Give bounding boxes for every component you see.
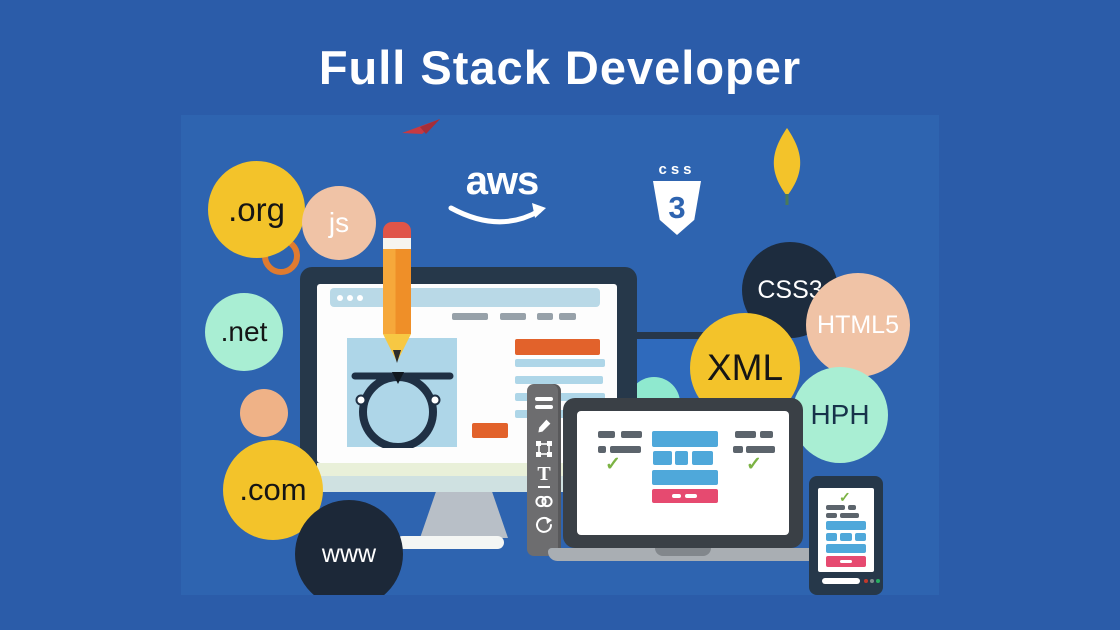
page-title: Full Stack Developer	[318, 41, 802, 94]
cta-dash	[685, 494, 697, 498]
browser-dot	[347, 295, 353, 301]
browser-address-bar	[330, 288, 600, 307]
text-tool-underline	[538, 486, 550, 488]
laptop-text-dash	[760, 431, 773, 438]
hamburger-icon	[535, 397, 553, 401]
phone-dot	[864, 579, 868, 583]
layout-block	[653, 451, 672, 465]
badge-www: www	[295, 500, 403, 595]
laptop-text-dash	[598, 431, 615, 438]
phone-dot	[876, 579, 880, 583]
phone-text-dash	[826, 505, 845, 510]
content-line	[515, 359, 605, 367]
content-line	[515, 376, 603, 384]
design-toolbar: T	[527, 384, 561, 556]
browser-dot	[337, 295, 343, 301]
phone-layout-bar	[826, 521, 866, 530]
pencil-point	[393, 350, 401, 363]
layout-block	[692, 451, 713, 465]
pencil-tool-icon	[538, 419, 551, 433]
menu-dash	[500, 313, 526, 320]
pencil-band	[383, 238, 411, 249]
anchor-select-icon	[536, 441, 552, 457]
badge-net-label: .net	[220, 316, 268, 347]
badge-hph-label: HPH	[810, 399, 870, 430]
cta-dash	[672, 494, 681, 498]
content-bar-orange	[515, 339, 600, 355]
css3-shield-word: css	[658, 161, 696, 178]
cta-dash	[840, 560, 852, 563]
menu-dash	[537, 313, 553, 320]
phone-text-dash	[848, 505, 856, 510]
hamburger-icon	[535, 405, 553, 409]
layout-block	[675, 451, 688, 465]
phone-text-dash	[826, 513, 837, 518]
check-icon: ✓	[746, 454, 762, 475]
menu-dash	[452, 313, 488, 320]
layout-header-block	[652, 431, 718, 447]
laptop-text-dash	[621, 431, 642, 438]
layout-bar	[652, 470, 718, 485]
text-tool-icon: T	[527, 464, 561, 488]
mongodb-leaf-icon	[773, 128, 801, 205]
css3-shield-icon: 3	[653, 181, 701, 235]
pen-tool-illustration	[351, 372, 454, 448]
aws-logo-text: aws	[465, 159, 540, 203]
laptop-base-notch	[655, 548, 711, 556]
peach-dot	[240, 389, 288, 437]
badge-xml-label: XML	[706, 347, 784, 388]
rotate-tool-icon	[536, 516, 552, 533]
badge-js-label: js	[328, 207, 350, 238]
check-icon: ✓	[605, 454, 621, 475]
check-icon: ✓	[839, 489, 851, 505]
phone-text-dash	[840, 513, 859, 518]
css3-shield-logo: css 3	[649, 161, 705, 235]
browser-dot	[357, 295, 363, 301]
aws-logo: aws	[447, 159, 557, 232]
monitor-base	[396, 536, 504, 549]
content-button-orange	[472, 423, 508, 438]
laptop-text-dash	[610, 446, 641, 453]
laptop-text-dash	[746, 446, 775, 453]
illustration-canvas: .org js .net .com www CSS3 HTML5 XML HPH…	[181, 115, 939, 595]
phone-layout-bar	[826, 544, 866, 553]
phone-layout-block	[855, 533, 866, 541]
badge-org-label: .org	[228, 190, 285, 228]
menu-dash	[559, 313, 576, 320]
badge-net: .net	[205, 293, 283, 371]
badge-org: .org	[208, 161, 305, 258]
phone-layout-block	[826, 533, 837, 541]
badge-js: js	[302, 186, 376, 260]
laptop-text-dash	[733, 446, 743, 453]
badge-hph: HPH	[792, 367, 888, 463]
pencil-body	[383, 249, 411, 334]
monitor-stand	[420, 492, 508, 538]
aws-smile-arrow	[448, 203, 546, 225]
badge-www-label: www	[321, 539, 377, 568]
laptop-text-dash	[598, 446, 606, 453]
phone-home-strip	[822, 578, 860, 584]
badge-html5-label: HTML5	[817, 310, 899, 339]
badge-com-label: .com	[239, 472, 307, 507]
phone-dot	[870, 579, 874, 583]
paper-plane-icon	[402, 119, 440, 134]
phone-layout-block	[840, 533, 852, 541]
badge-html5: HTML5	[806, 273, 910, 377]
laptop-text-dash	[735, 431, 756, 438]
pencil-eraser	[383, 222, 411, 238]
text-tool-glyph: T	[537, 463, 551, 485]
link-tool-icon	[535, 495, 553, 508]
css3-shield-number: 3	[668, 190, 686, 225]
